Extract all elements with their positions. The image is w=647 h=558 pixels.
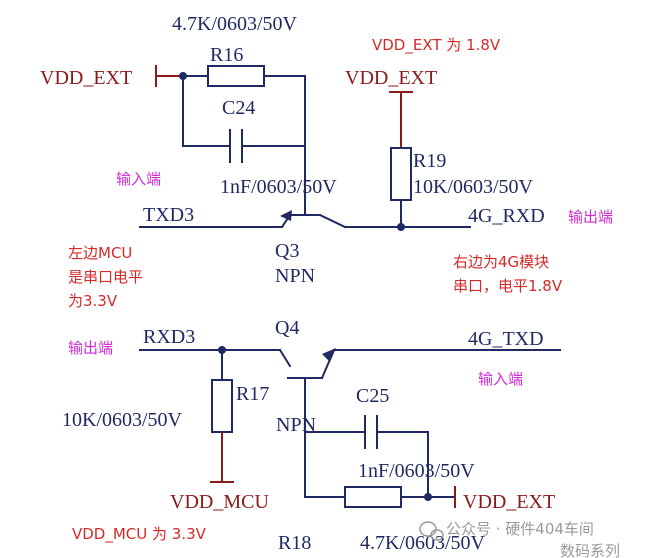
note-vdd-ext-voltage: VDD_EXT 为 1.8V bbox=[372, 36, 501, 55]
junction-dot bbox=[424, 493, 432, 501]
top-circuit: VDD_EXT 4.7K/0603/50V R16 C24 1nF/0603/5… bbox=[40, 13, 613, 310]
q4-ref: Q4 bbox=[275, 317, 299, 339]
vdd-ext-left-label: VDD_EXT bbox=[40, 67, 132, 89]
resistor-symbol bbox=[344, 486, 402, 508]
capacitor-symbol bbox=[229, 129, 243, 163]
note-left-line2: 是串口电平 bbox=[68, 268, 143, 286]
junction-dot bbox=[397, 223, 405, 231]
note-left-line3: 为3.3V bbox=[68, 292, 118, 310]
note-left-line1: 左边MCU bbox=[68, 244, 132, 262]
resistor-symbol bbox=[390, 147, 412, 201]
note-right-line2: 串口，电平1.8V bbox=[453, 277, 563, 295]
power-port-symbol bbox=[389, 91, 413, 148]
npn-transistor-symbol bbox=[139, 201, 471, 229]
r18-ref: R18 bbox=[278, 532, 311, 554]
net-4g-rxd: 4G_RXD bbox=[468, 205, 545, 227]
c24-ref: C24 bbox=[222, 97, 255, 119]
power-port-symbol bbox=[155, 65, 183, 87]
r17-value: 10K/0603/50V bbox=[62, 409, 183, 431]
c25-value: 1nF/0603/50V bbox=[358, 460, 475, 482]
r19-value: 10K/0603/50V bbox=[413, 176, 534, 198]
watermark-text: 公众号 · 硬件404车间 bbox=[446, 520, 594, 538]
net-rxd3: RXD3 bbox=[143, 326, 195, 348]
power-port-symbol bbox=[210, 432, 234, 483]
vdd-ext-right-label: VDD_EXT bbox=[345, 67, 437, 89]
label-output-top: 输出端 bbox=[568, 208, 613, 226]
wechat-icon bbox=[419, 521, 444, 541]
bottom-circuit: RXD3 输出端 Q4 NPN 4G_TXD 输入端 R17 10K/0603/… bbox=[62, 317, 561, 554]
r18-value: 4.7K/0603/50V bbox=[360, 532, 486, 554]
note-right-line1: 右边为4G模块 bbox=[453, 253, 549, 271]
resistor-symbol bbox=[211, 379, 233, 433]
junction-dot bbox=[179, 72, 187, 80]
resistor-symbol bbox=[207, 65, 265, 87]
label-output-bottom: 输出端 bbox=[68, 339, 113, 357]
c24-value: 1nF/0603/50V bbox=[220, 176, 337, 198]
watermark-text-2: 数码系列 bbox=[560, 542, 620, 558]
q4-type: NPN bbox=[276, 414, 316, 436]
r16-value: 4.7K/0603/50V bbox=[172, 13, 298, 35]
watermark: 公众号 · 硬件404车间 数码系列 bbox=[419, 520, 620, 558]
c25-ref: C25 bbox=[356, 385, 389, 407]
note-vdd-mcu-voltage: VDD_MCU 为 3.3V bbox=[72, 525, 207, 544]
capacitor-symbol bbox=[364, 415, 378, 449]
vdd-mcu-label: VDD_MCU bbox=[170, 491, 269, 513]
r19-ref: R19 bbox=[413, 150, 446, 172]
r17-ref: R17 bbox=[236, 383, 269, 405]
q3-ref: Q3 bbox=[275, 240, 299, 262]
net-4g-txd: 4G_TXD bbox=[468, 328, 544, 350]
label-input-top: 输入端 bbox=[116, 170, 161, 188]
label-input-bottom: 输入端 bbox=[478, 370, 523, 388]
q3-type: NPN bbox=[275, 265, 315, 287]
r16-ref: R16 bbox=[210, 44, 243, 66]
vdd-ext-bottom-label: VDD_EXT bbox=[463, 491, 555, 513]
net-txd3: TXD3 bbox=[143, 204, 194, 226]
npn-transistor-symbol bbox=[139, 348, 561, 498]
